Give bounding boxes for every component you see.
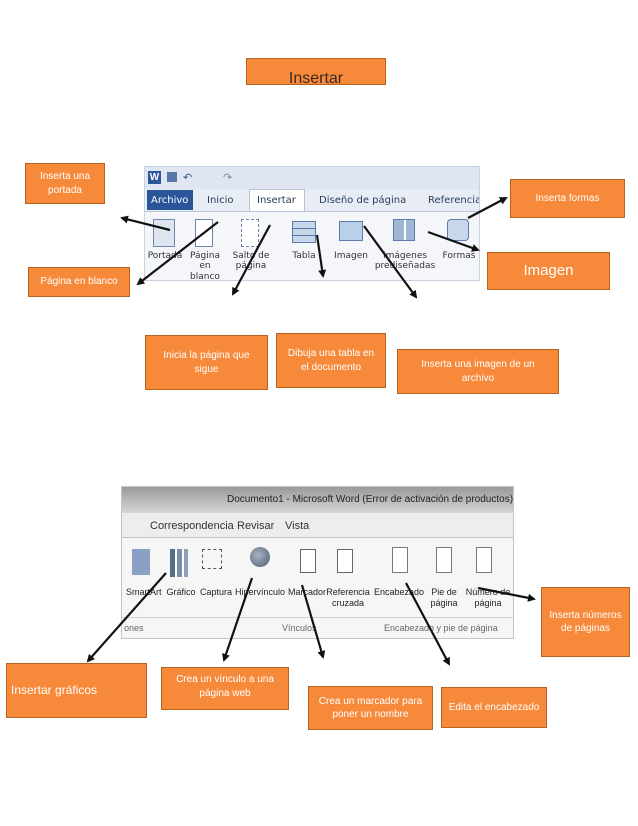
callout-graficos: Insertar gráficos [6,663,147,718]
cmd-pie-pagina[interactable]: Pie de página [430,587,458,608]
bookmark-icon[interactable] [300,549,316,573]
blank-page-icon[interactable] [195,219,213,247]
callout-pagina-blanco: Página en blanco [28,267,130,297]
tab-referencias[interactable]: Referencias [428,195,479,206]
page-title-text: Insertar [288,70,344,85]
callout-marcador-text: Crea un marcador para poner un nombre [318,695,423,721]
hyperlink-icon[interactable] [250,547,270,567]
cmd-hipervinculo[interactable]: Hipervínculo [234,587,286,597]
callout-portada-text: Inserta una portada [39,171,91,196]
cmd-grafico[interactable]: Gráfico [166,587,196,597]
clipart-icon[interactable] [393,219,415,241]
callout-numeros: Inserta números de páginas [541,587,630,657]
callout-portada: Inserta una portada [25,163,105,204]
crossref-icon[interactable] [337,549,353,573]
tab-strip-2 [122,513,513,538]
callout-formas: Inserta formas [510,179,625,218]
cmd-captura[interactable]: Captura [199,587,233,597]
callout-pagina-blanco-text: Página en blanco [40,276,118,288]
callout-salto: Inicia la página que sigue [145,335,268,390]
cmd-smartart[interactable]: SmartArt [126,587,162,597]
callout-tabla-text: Dibuja una tabla en el documento [287,348,375,373]
ribbon-insert-screenshot-2: Documento1 - Microsoft Word (Error de ac… [121,486,514,639]
portada-icon[interactable] [153,219,175,247]
cmd-salto-pagina[interactable]: Salto de página [232,251,270,272]
tab-archivo[interactable] [147,190,193,210]
callout-imagen-archivo-text: Inserta una imagen de un archivo [421,359,535,384]
callout-graficos-text: Insertar gráficos [11,683,98,698]
cmd-formas[interactable]: Formas [442,251,476,261]
callout-tabla: Dibuja una tabla en el documento [276,333,386,388]
callout-encabezado: Edita el encabezado [441,687,547,728]
redo-icon[interactable]: ↷ [223,172,233,184]
callout-numeros-text: Inserta números de páginas [549,609,622,635]
screenshot-icon[interactable] [202,549,222,569]
cmd-imagen[interactable]: Imagen [334,251,368,261]
quick-access-bar [145,167,479,189]
footer-icon[interactable] [436,547,452,573]
cmd-referencia-cruzada[interactable]: Referencia cruzada [326,587,370,608]
tab-strip [145,189,479,212]
tab-correspondencia[interactable]: Correspondencia [150,520,234,532]
cmd-marcador[interactable]: Marcador [287,587,326,597]
undo-icon[interactable]: ↶ [183,172,193,184]
cmd-imagenes-prediseñadas[interactable]: Imágenes prediseñadas [374,251,436,272]
tab-vista[interactable]: Vista [285,520,310,532]
callout-imagen-archivo: Inserta una imagen de un archivo [397,349,559,394]
cmd-pagina-blanco[interactable]: Página en blanco [190,251,220,281]
group-ilustraciones: ones [124,623,144,633]
tab-insertar-active[interactable] [249,189,305,211]
callout-salto-text: Inicia la página que sigue [163,350,250,375]
callout-marcador: Crea un marcador para poner un nombre [308,686,433,730]
callout-encabezado-text: Edita el encabezado [448,701,540,713]
header-icon[interactable] [392,547,408,573]
group-encabezado-pie: Encabezado y pie de página [384,623,498,633]
group-divider [122,617,513,618]
tab-inicio[interactable]: Inicio [207,195,234,206]
cmd-encabezado[interactable]: Encabezado [374,587,425,597]
cmd-numero-pagina[interactable]: Número de página [465,587,511,608]
tab-archivo-label: Archivo [151,195,189,206]
callout-hipervinculo-text: Crea un vínculo a una página web [176,674,274,699]
page-title: Insertar [246,58,386,85]
tab-diseno-pagina[interactable]: Diseño de página [319,195,407,206]
callout-formas-text: Inserta formas [535,192,600,204]
word-app-icon: W [148,171,161,184]
page-break-icon[interactable] [241,219,259,247]
tab-revisar[interactable]: Revisar [237,520,275,532]
callout-hipervinculo: Crea un vínculo a una página web [161,667,289,710]
cmd-tabla[interactable]: Tabla [292,251,316,261]
tab-insertar[interactable]: Insertar [257,195,296,206]
ribbon-insert-screenshot: W ↶ ↷ Archivo Inicio Insertar Diseño de … [144,166,480,281]
page-number-icon[interactable] [476,547,492,573]
picture-icon[interactable] [339,221,363,241]
callout-imagen-text: Imagen [523,261,574,279]
group-vinculos: Vínculos [282,623,317,633]
cmd-portada[interactable]: Portada [147,251,183,261]
table-icon[interactable] [292,221,316,243]
window-title-bar [122,487,513,513]
smartart-icon[interactable] [132,549,150,575]
chart-icon[interactable] [170,549,188,577]
window-title: Documento1 - Microsoft Word (Error de ac… [227,494,514,505]
save-icon[interactable] [167,172,177,182]
callout-imagen: Imagen [487,252,610,290]
shapes-icon[interactable] [447,219,469,241]
